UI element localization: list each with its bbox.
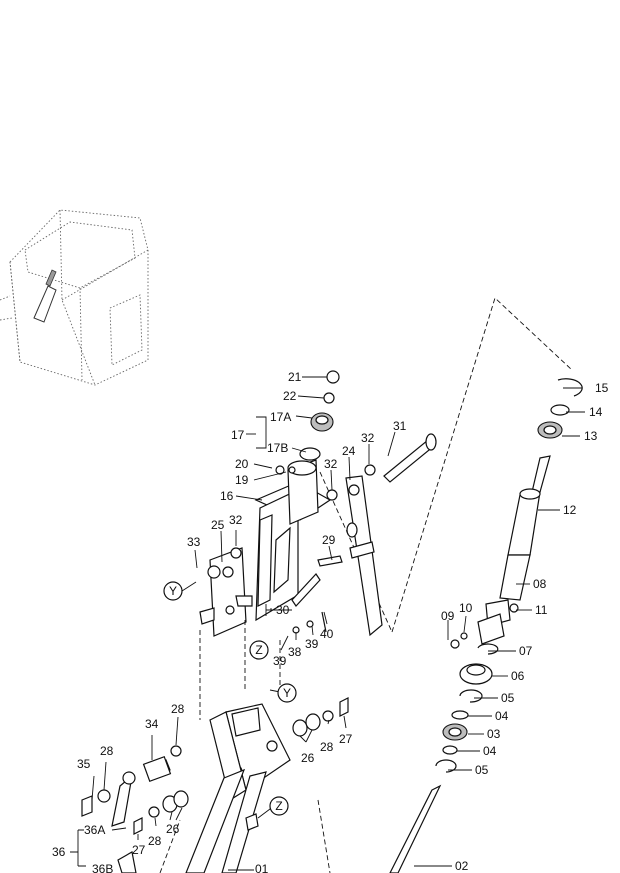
callout-04: 04: [483, 744, 497, 758]
callout-28: 28: [148, 834, 162, 848]
callout-39: 39: [305, 637, 319, 651]
cab-thumbnail: [0, 209, 149, 386]
lower-right-parts: [245, 697, 349, 831]
callout-05: 05: [501, 691, 515, 705]
callout-28: 28: [320, 740, 334, 754]
callout-20: 20: [235, 457, 249, 471]
pedal-arms: [117, 768, 267, 873]
callout-02: 02: [455, 859, 469, 873]
callout-32: 32: [229, 513, 243, 527]
callout-07: 07: [519, 644, 533, 658]
callout-26: 26: [301, 751, 315, 765]
side-plate-25: [199, 547, 253, 637]
callout-05: 05: [475, 763, 489, 777]
marker-z-text: Z: [255, 643, 262, 657]
side-plate-24: [345, 475, 383, 637]
callout-36a: 36A: [84, 823, 105, 837]
reference-marker-y-lower: Y: [277, 683, 297, 703]
callout-10: 10: [459, 601, 473, 615]
callout-17a: 17A: [270, 410, 291, 424]
callout-27: 27: [132, 843, 146, 857]
callout-32: 32: [324, 457, 338, 471]
callout-12: 12: [563, 503, 577, 517]
marker-z-text: Z: [275, 799, 282, 813]
callout-08: 08: [533, 577, 547, 591]
callout-17b: 17B: [267, 441, 288, 455]
callout-29: 29: [322, 533, 336, 547]
routing-line: [391, 297, 573, 633]
callout-labels: 21 22 17A 17 17B 20 19 16 31 32 24 32 25…: [52, 370, 609, 873]
callout-36b: 36B: [92, 862, 113, 873]
callout-27: 27: [339, 732, 353, 746]
callout-28: 28: [171, 702, 185, 716]
callout-13: 13: [584, 429, 598, 443]
reference-marker-z-upper: Z: [249, 640, 269, 660]
callout-31: 31: [393, 419, 407, 433]
lower-left-parts: [81, 745, 189, 835]
callout-33: 33: [187, 535, 201, 549]
callout-36: 36: [52, 845, 66, 859]
marker-y-text: Y: [169, 584, 177, 598]
callout-25: 25: [211, 518, 225, 532]
callout-19: 19: [235, 473, 249, 487]
reference-marker-y-upper: Y: [163, 581, 197, 601]
callout-14: 14: [589, 405, 603, 419]
callout-09: 09: [441, 609, 455, 623]
callout-11: 11: [535, 603, 548, 617]
callout-03: 03: [487, 727, 501, 741]
callout-06: 06: [511, 669, 525, 683]
callout-17: 17: [231, 428, 245, 442]
bolt-31: [383, 433, 437, 483]
callout-21: 21: [288, 370, 302, 384]
callout-01: 01: [255, 862, 269, 873]
callout-26: 26: [166, 822, 180, 836]
callout-24: 24: [342, 444, 356, 458]
steering-column: [389, 378, 583, 873]
callout-28: 28: [100, 744, 114, 758]
marker-y-text: Y: [283, 686, 291, 700]
callout-32: 32: [361, 431, 375, 445]
callout-38: 38: [288, 645, 302, 659]
callout-30: 30: [276, 603, 290, 617]
callout-34: 34: [145, 717, 159, 731]
callout-04: 04: [495, 709, 509, 723]
reference-marker-z-lower: Z: [269, 796, 289, 816]
callout-15: 15: [595, 381, 609, 395]
callout-35: 35: [77, 757, 91, 771]
callout-16: 16: [220, 489, 234, 503]
callout-40: 40: [320, 627, 334, 641]
callout-39: 39: [273, 654, 287, 668]
leader-lines: [70, 376, 585, 871]
callout-22: 22: [283, 389, 297, 403]
upper-bracket: [254, 412, 334, 622]
